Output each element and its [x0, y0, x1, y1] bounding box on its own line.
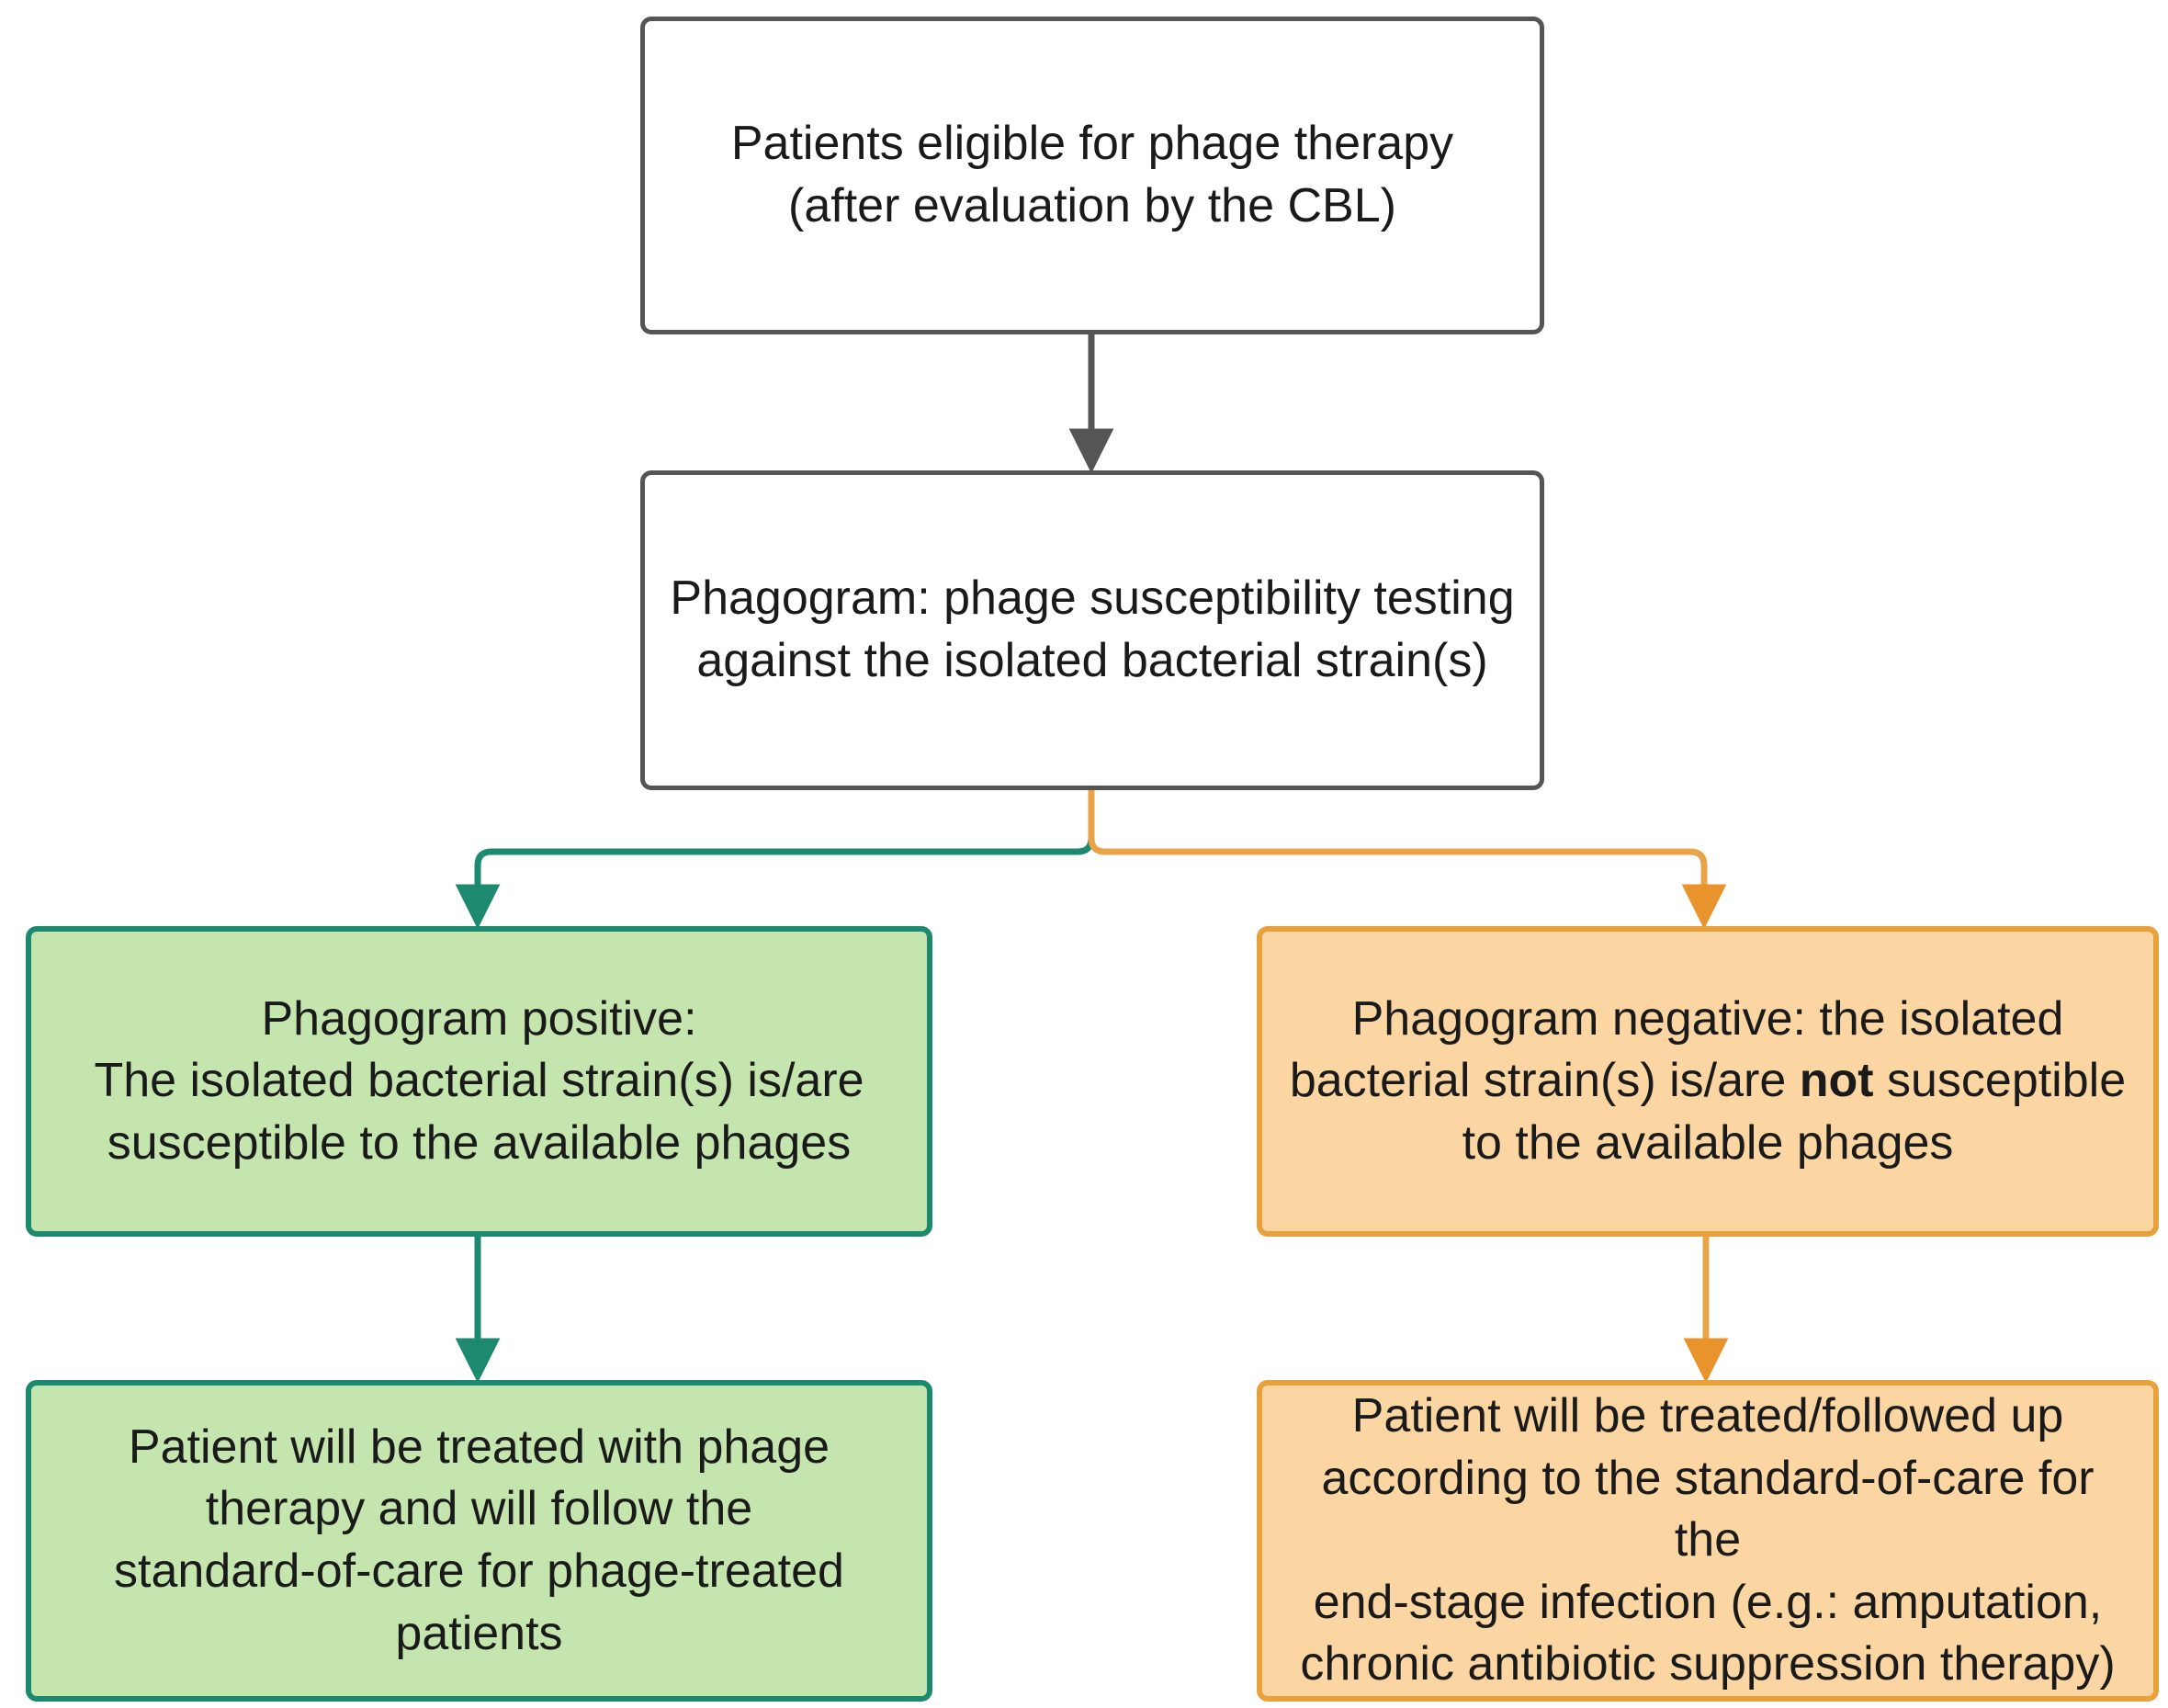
node-phagogram-positive-label: Phagogram positive: The isolated bacteri…: [94, 991, 864, 1170]
node-phagogram-negative[interactable]: Phagogram negative: the isolated bacteria…: [1257, 926, 2159, 1237]
node-patients-eligible-label: Patients eligible for phage therapy (aft…: [730, 117, 1454, 232]
node-standard-of-care-end-stage[interactable]: Patient will be treated/followed up acco…: [1257, 1380, 2159, 1702]
node-phagogram-positive[interactable]: Phagogram positive: The isolated bacteri…: [26, 926, 932, 1237]
node-phagogram-testing[interactable]: Phagogram: phage susceptibility testing …: [640, 470, 1544, 790]
node-treated-with-phage-therapy[interactable]: Patient will be treated with phage thera…: [26, 1380, 932, 1702]
node-phagogram-negative-emphasis: not: [1799, 1054, 1874, 1108]
node-phagogram-negative-line2-after: susceptible: [1873, 1054, 2127, 1108]
node-standard-of-care-end-stage-label: Patient will be treated/followed up acco…: [1300, 1389, 2116, 1691]
node-patients-eligible[interactable]: Patients eligible for phage therapy (aft…: [640, 17, 1544, 334]
edge-phagogram-to-negative: [1088, 790, 1727, 930]
node-phagogram-negative-line3: to the available phages: [1462, 1115, 1954, 1170]
node-phagogram-negative-label: Phagogram negative: the isolated bacteria…: [1282, 989, 2133, 1175]
node-phagogram-testing-label: Phagogram: phage susceptibility testing …: [670, 571, 1515, 687]
node-treated-with-phage-therapy-label: Patient will be treated with phage thera…: [114, 1420, 844, 1660]
node-phagogram-negative-line2-before: bacterial strain(s) is/are: [1289, 1054, 1800, 1108]
edge-phagogram-to-positive: [455, 790, 1095, 930]
node-phagogram-negative-line1: Phagogram negative: the isolated: [1351, 991, 2064, 1046]
